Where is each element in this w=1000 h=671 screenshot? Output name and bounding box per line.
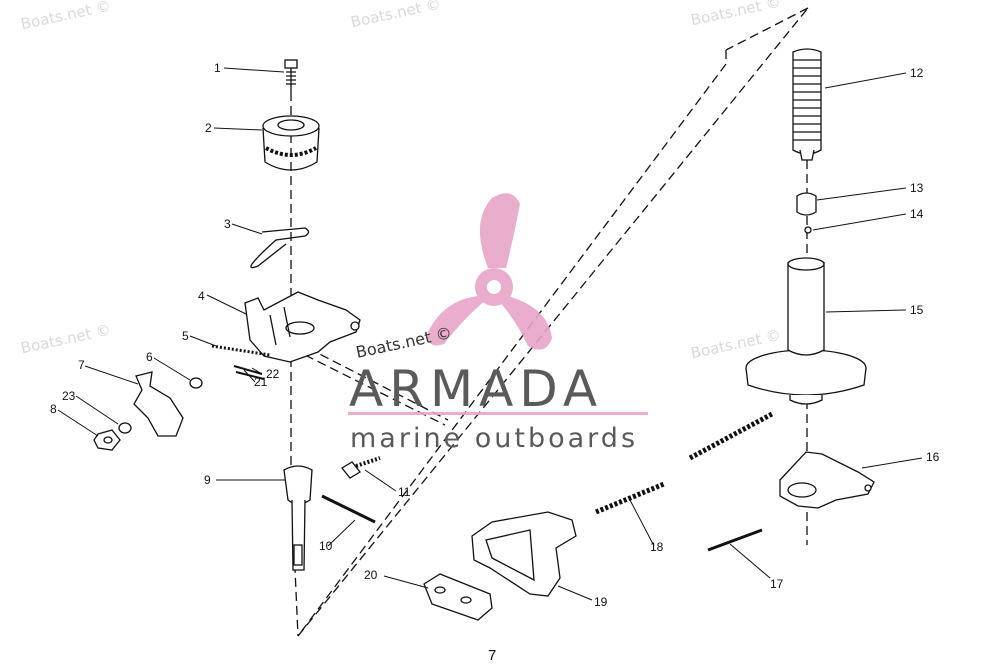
- callout-15: 15: [910, 303, 924, 317]
- page-number: 7: [488, 647, 497, 664]
- callout-4: 4: [198, 289, 205, 303]
- callout-9: 9: [204, 473, 211, 487]
- callout-8: 8: [50, 402, 57, 416]
- part-8-nut: [93, 429, 121, 451]
- part-16-lever: [779, 451, 875, 509]
- callout-6: 6: [146, 350, 153, 364]
- callout-2: 2: [205, 121, 212, 135]
- part-10-pin: [321, 494, 376, 524]
- callout-3: 3: [224, 217, 231, 231]
- callout-18: 18: [650, 540, 664, 554]
- part-11-bolt: [341, 456, 381, 479]
- part-19-handle: [471, 511, 577, 597]
- callout-1: 1: [214, 61, 221, 75]
- part-17-pin: [707, 528, 763, 552]
- part-9-shaft: [283, 465, 313, 571]
- part-6-washer: [189, 377, 203, 389]
- callout-7: 7: [78, 358, 85, 372]
- part-1-screw: [284, 59, 298, 92]
- watermark-brand-tagline: marine outboards: [350, 423, 639, 454]
- part-7-pawl: [133, 371, 184, 437]
- part-5-spring: [211, 344, 271, 380]
- part-20-insert: [423, 573, 493, 621]
- callout-5: 5: [182, 329, 189, 343]
- armada-propeller-logo: [348, 193, 648, 415]
- part-13-bushing: [796, 192, 817, 216]
- callout-13: 13: [910, 181, 924, 195]
- callout-21: 21: [254, 375, 268, 389]
- callout-19: 19: [594, 595, 608, 609]
- callout-17: 17: [770, 577, 784, 591]
- part-14-ball: [804, 226, 812, 234]
- part-4-bracket: [244, 291, 361, 363]
- callout-14: 14: [910, 207, 924, 221]
- part-2-gear: [262, 115, 320, 171]
- part-12-spring-housing: [792, 48, 822, 161]
- watermark-brand-name: ARMADA: [349, 360, 604, 418]
- part-23-washer: [118, 422, 132, 434]
- callout-23: 23: [62, 389, 76, 403]
- callout-11: 11: [398, 485, 411, 499]
- callout-10: 10: [319, 539, 333, 553]
- part-15-pulley: [745, 257, 867, 405]
- callout-20: 20: [364, 568, 378, 582]
- callout-22: 22: [266, 367, 280, 381]
- callout-16: 16: [926, 450, 940, 464]
- leader-lines: [57, 67, 923, 601]
- callout-12: 12: [910, 66, 924, 80]
- part-3-clip: [250, 227, 310, 269]
- part-18-rope: [595, 411, 774, 515]
